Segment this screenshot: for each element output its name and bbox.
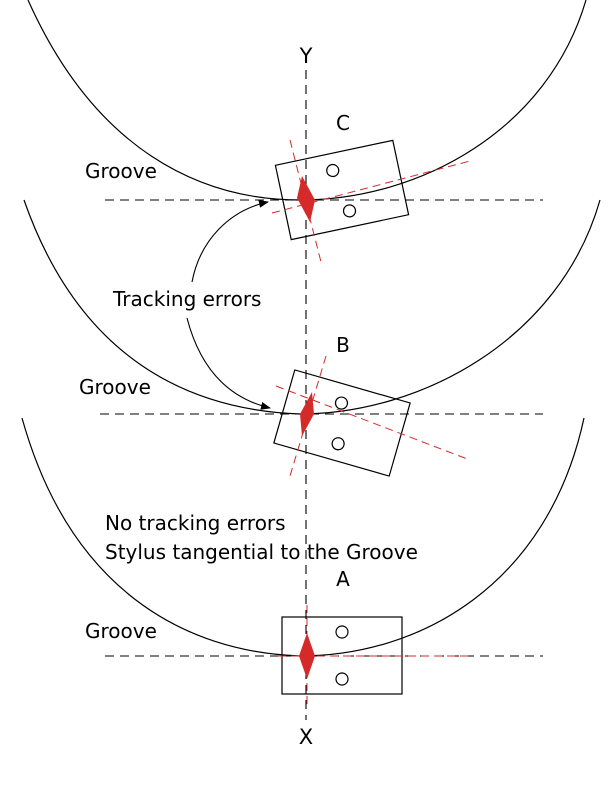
cartridge-b-red-axis [289,355,327,477]
cartridge-c-red-tangent [271,160,471,214]
cartridge-a-hole-upper [335,625,349,639]
tracking-errors-arrow-up [191,199,269,283]
groove-c-group [27,0,587,263]
cartridge-c-label: C [336,111,350,135]
cartridge-b-hole-upper [334,396,349,410]
cartridge-c-hole-upper [326,163,340,178]
cartridge-c-red-axis [289,139,322,263]
groove-label-top: Groove [85,159,157,183]
tracking-errors-label: Tracking errors [112,287,261,311]
no-tracking-errors-line2: Stylus tangential to the Groove [105,540,418,564]
no-tracking-errors-line1: No tracking errors [105,511,286,535]
cartridge-a-label: A [336,567,350,591]
cartridge-c-hole-lower [342,204,357,218]
cartridge-c-body [274,139,410,241]
tracking-errors-arrow-down [186,317,271,410]
cartridge-c [274,139,410,241]
stylus-c-icon [297,176,315,222]
cartridge-b-hole-lower [331,437,345,451]
cartridge-a-hole-lower [335,672,349,686]
cartridge-b-label: B [336,333,350,357]
cartridge-b-red-tangent [275,385,471,461]
groove-label-bottom: Groove [85,619,157,643]
cartridge-b [273,369,411,477]
cartridge-b-body [273,369,411,477]
x-axis-label: X [299,725,313,749]
groove-a-group [21,417,585,706]
groove-label-middle: Groove [79,375,151,399]
y-axis-label: Y [299,44,313,68]
stylus-b-icon [300,392,314,436]
stylus-a-icon [299,633,315,679]
groove-b-group [23,199,601,477]
